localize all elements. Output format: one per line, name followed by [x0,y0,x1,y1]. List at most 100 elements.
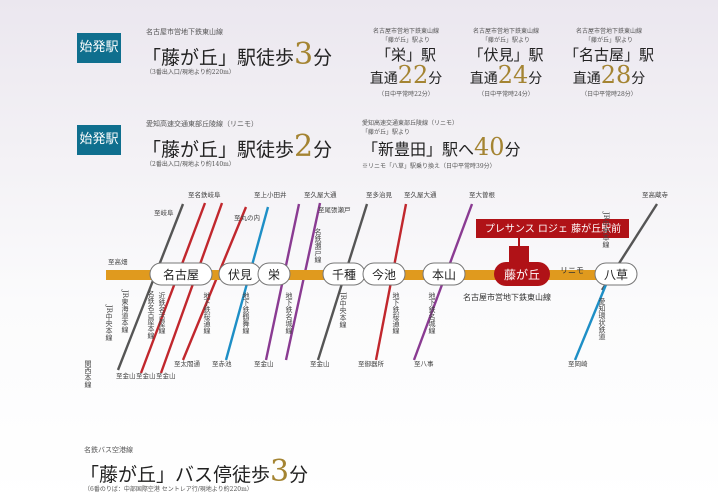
bottom-label: 至金山 [136,371,156,380]
toyota-unit: 分 [504,140,521,159]
station-imaike-pill [362,262,406,286]
top-label: 至高蔵寺 [642,190,669,199]
origin-station-badge-1: 始発駅 [77,33,121,63]
dest-station: 「伏見」駅 [468,46,544,64]
line-label: 関西本線 [84,360,92,388]
higashiyama-label: 名古屋市営地下鉄東山線 [463,292,551,302]
section2-minutes: 2 [294,129,314,164]
bus-minutes: 3 [270,454,290,489]
dest-station: 「名古屋」駅 [563,46,654,64]
sakuradori-line [181,206,248,361]
line-label: 名鉄瀬戸線 [314,227,322,263]
station-fujigaoka: 藤が丘 [504,267,540,282]
section1-unit: 分 [313,47,333,69]
top-label: 至久屋大通 [404,190,437,199]
bottom-label: 至金山 [156,371,176,380]
station-motoyama-pill [422,262,466,286]
line-label: 愛知環状鉄道 [598,297,606,341]
section2-note: （2番出入口/現地より約140m） [146,161,235,168]
station-fujigaoka-pill [494,262,550,286]
destination-sakae: 名古屋市営地下鉄東山線 「藤が丘」駅より 「栄」駅 直通22分 （日中平常時22… [360,26,452,98]
origin-station-badge-2: 始発駅 [77,125,121,155]
destination-fushimi: 名古屋市営地下鉄東山線 「藤が丘」駅より 「伏見」駅 直通24分 （日中平常時2… [460,26,552,98]
section1-station: 「藤が丘」駅徒歩3分 [142,37,332,72]
bottom-label: 至岡崎 [568,359,588,368]
dest-prefix: 直通 [469,71,498,87]
station-nagoya-pill [149,262,213,286]
toyota-note: ※リニモ「八草」駅乗り換え（日中平常時39分） [362,163,496,170]
bus-note: （6番のりば：中部国際空港 セントレア行/現地より約220m） [84,486,253,493]
bottom-label: 至金山 [116,371,136,380]
meitetsu-line-1 [139,202,207,374]
top-label: 至大曽根 [469,190,496,199]
top-label: 至久屋大通 [304,190,337,199]
dest-note: （日中平常時24分） [478,91,534,98]
seto-line [284,202,322,361]
top-label: 至尾張瀬戸 [318,205,351,214]
callout-box [476,219,629,238]
dest-from: 「藤が丘」駅より [382,37,430,44]
station-nagoya: 名古屋 [163,267,199,282]
station-chikusa: 千種 [332,268,356,282]
bus-station-text: 「藤が丘」バス停徒歩 [80,464,271,486]
top-label: 至多治見 [366,190,393,199]
top-label: 至高畑 [108,257,128,266]
station-yakusa: 八草 [604,268,628,282]
bottom-label: 至御器所 [358,359,385,368]
station-fushimi: 伏見 [228,268,252,282]
bottom-label: 至金山 [254,359,274,368]
station-sakae-pill [257,262,291,286]
line-label: 地下鉄桜通線 [203,291,211,334]
dest-station: 「栄」駅 [375,46,436,64]
line-label: 名鉄名古屋本線 [147,289,155,339]
toyota-minutes: 40 [474,133,505,161]
toyota-station: 「新豊田」駅へ [362,140,475,159]
line-label: JR中央本線 [105,304,113,341]
dest-line: 名古屋市営地下鉄東山線 [372,28,439,35]
dest-minutes: 22 [397,61,429,89]
bottom-label: 至赤池 [212,359,232,368]
line-label: JR東海道本線 [121,289,129,333]
station-yakusa-pill [594,262,638,286]
section1-note: （3番出入口/現地より約220m） [146,69,235,76]
dest-line: 名古屋市営地下鉄東山線 [575,28,642,35]
line-label: 地下鉄名城線 [428,291,436,334]
destination-nagoya: 名古屋市営地下鉄東山線 「藤が丘」駅より 「名古屋」駅 直通28分 （日中平常時… [563,26,655,98]
section1-station-text: 「藤が丘」駅徒歩 [142,47,295,69]
top-label: 至丸の内 [234,213,260,222]
section1-line: 名古屋市営地下鉄東山線 [146,28,223,36]
kintetsu-line [159,202,224,374]
dest-unit: 分 [631,71,646,87]
bus-station: 「藤が丘」バス停徒歩3分 [80,454,308,489]
dest-minutes: 24 [497,61,529,89]
bus-line: 名鉄バス空港線 [84,446,133,454]
callout-text: プレサンス ロジェ 藤が丘駅前 [485,222,621,235]
top-label: 至岐阜 [154,208,174,217]
toyota-line: 愛知高速交通東部丘陵線（リニモ） [362,120,459,127]
section2-line: 愛知高速交通東部丘陵線（リニモ） [146,120,258,128]
toyota-from: 「藤が丘」駅より [362,129,410,136]
line-label: 近鉄名古屋線 [158,291,166,334]
bus-unit: 分 [289,464,309,486]
dest-unit: 分 [428,71,443,87]
callout-marker [509,246,529,266]
dest-minutes: 28 [600,61,632,89]
dest-from: 「藤が丘」駅より [482,37,530,44]
dest-from: 「藤が丘」駅より [585,37,633,44]
linimo-label: リニモ [560,266,584,275]
line-label: JR中央本線 [339,291,347,328]
top-label: 至名鉄岐阜 [188,190,221,199]
dest-line: 名古屋市営地下鉄東山線 [472,28,539,35]
dest-unit: 分 [528,71,543,87]
bottom-label: 至八事 [414,359,434,368]
section1-minutes: 3 [294,37,314,72]
station-sakae: 栄 [268,268,280,282]
destination-shin-toyota: 愛知高速交通東部丘陵線（リニモ） 「藤が丘」駅より 「新豊田」駅へ40分 ※リニ… [362,118,521,170]
dest-prefix: 直通 [369,71,398,87]
line-label: 地下鉄名城線 [285,291,293,334]
section2-unit: 分 [313,139,333,161]
station-motoyama: 本山 [432,268,456,282]
line-label: 地下鉄桜通線 [392,291,400,334]
bottom-label: 至太閤通 [174,359,201,368]
